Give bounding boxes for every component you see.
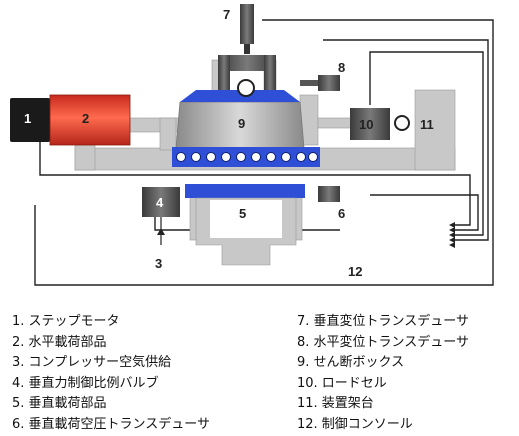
transducer-tip (244, 44, 250, 54)
label-6: 6 (338, 206, 345, 221)
label-7: 7 (223, 7, 230, 22)
shear-box-cap (180, 90, 300, 102)
legend-item: 8. 水平変位トランスデューサ (297, 334, 470, 350)
horizontal-transducer-rod (300, 80, 318, 86)
horizontal-loading-unit (49, 94, 131, 146)
load-cell-ring (394, 115, 410, 131)
label-11: 11 (420, 117, 434, 132)
legend-item: 12. 制御コンソール (297, 416, 413, 432)
vertical-pressure-transducer (318, 186, 340, 202)
legend-item: 9. せん断ボックス (297, 355, 405, 371)
legend-item: 6. 垂直載荷空圧トランスデューサ (12, 416, 211, 432)
legend-item: 2. 水平載荷部品 (12, 334, 107, 350)
legend-left: 1. ステップモータ 2. 水平載荷部品 3. コンプレッサー空気供給 4. 垂… (12, 312, 210, 436)
proportional-valve (142, 187, 180, 217)
vertical-loading-plate (185, 184, 305, 198)
load-cell (350, 108, 390, 140)
label-1: 1 (24, 111, 31, 126)
legend-item: 5. 垂直載荷部品 (12, 396, 107, 412)
legend-right: 7. 垂直変位トランスデューサ 8. 水平変位トランスデューサ 9. せん断ボッ… (297, 312, 469, 436)
legend-item: 10. ロードセル (297, 375, 387, 391)
vertical-cylinder-interior (210, 200, 282, 238)
apparatus-diagram: 1 2 3 4 5 6 7 8 9 10 11 12 (10, 4, 494, 286)
label-8: 8 (338, 60, 345, 75)
loading-yoke (218, 55, 276, 91)
load-ball (237, 79, 255, 97)
cable-arrowheads (449, 222, 455, 248)
label-9: 9 (238, 116, 245, 131)
label-3: 3 (155, 256, 162, 271)
legend-item: 3. コンプレッサー空気供給 (12, 355, 172, 371)
legend-item: 4. 垂直力制御比例バルブ (12, 375, 159, 391)
legend-item: 11. 装置架台 (297, 396, 374, 412)
legend-item: 1. ステップモータ (12, 314, 120, 329)
label-12: 12 (348, 264, 362, 279)
label-10: 10 (359, 117, 373, 132)
horizontal-displacement-transducer (318, 75, 340, 91)
label-4: 4 (156, 195, 164, 210)
roller-bearings (176, 152, 318, 162)
label-2: 2 (82, 111, 89, 126)
label-5: 5 (239, 206, 246, 221)
step-motor (10, 98, 50, 142)
legend-item: 7. 垂直変位トランスデューサ (297, 314, 470, 329)
air-supply-arrow (157, 228, 165, 235)
vertical-displacement-transducer (240, 4, 254, 44)
